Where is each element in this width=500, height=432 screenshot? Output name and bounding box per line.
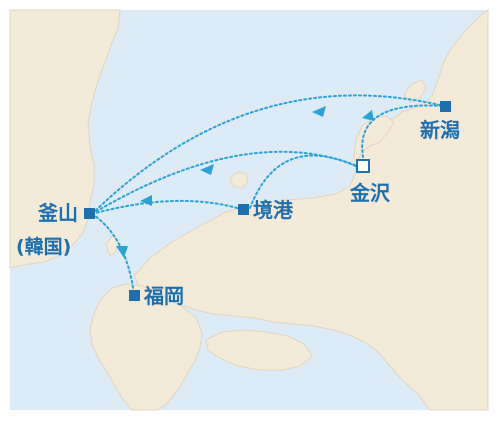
route-sakaiminato-kanazawa: [249, 154, 361, 209]
land-oki: [229, 171, 249, 189]
label-busan-country: (韓国): [16, 236, 72, 258]
arrow-icon: [116, 246, 128, 258]
route-busan-fukuoka: [91, 213, 135, 295]
arrow-icon: [362, 110, 374, 121]
route-busan-niigata: [91, 94, 445, 215]
arrow-icon: [200, 164, 214, 175]
arrow-icon: [312, 106, 326, 117]
label-busan: 釜山: [38, 201, 78, 225]
label-niigata: 新潟: [420, 118, 460, 142]
marker-fukuoka: [129, 290, 140, 301]
label-fukuoka: 福岡: [144, 284, 184, 308]
route-kanazawa-niigata: [361, 104, 445, 163]
marker-kanazawa: [356, 159, 370, 173]
arrow-icon: [140, 195, 152, 206]
routes: [91, 94, 445, 295]
land-kyushu: [89, 283, 203, 411]
label-kanazawa: 金沢: [350, 181, 390, 205]
marker-sakaiminato: [238, 204, 249, 215]
route-arrows: [116, 106, 374, 258]
land-shikoku: [205, 329, 313, 371]
label-sakaiminato: 境港: [253, 198, 293, 222]
route-busan-sakaiminato: [91, 199, 245, 215]
marker-niigata: [440, 101, 451, 112]
land-korea: [9, 9, 121, 269]
land-sado: [403, 79, 427, 103]
land-honshu: [133, 9, 489, 411]
marker-busan: [84, 208, 95, 219]
